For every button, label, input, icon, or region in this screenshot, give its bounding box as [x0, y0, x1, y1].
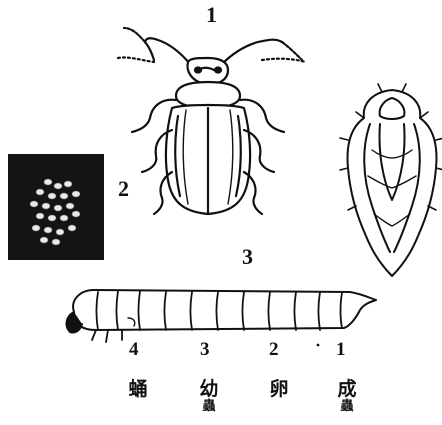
- stage-label-adult-line1: 成: [331, 380, 363, 399]
- stage-number-pupa: 4: [129, 340, 139, 359]
- figure-number-adult: 1: [206, 4, 217, 26]
- stage-number-egg: 2: [269, 340, 279, 359]
- stage-label-pupa: 蛹: [122, 380, 154, 400]
- stage-label-adult-line2: 蟲: [331, 400, 363, 413]
- stage-number-adult: 1: [336, 340, 346, 359]
- egg-mass-drawing: [8, 154, 104, 260]
- figure-number-eggs: 2: [118, 178, 129, 200]
- stage-number-larva: 3: [200, 340, 210, 359]
- stage-label-larva-line2: 蟲: [193, 400, 225, 413]
- pupa-drawing: [340, 84, 442, 276]
- figure-number-larva: 3: [242, 246, 253, 268]
- stage-label-egg: 卵: [263, 380, 295, 400]
- stage-label-adult: 成 蟲: [331, 380, 363, 413]
- stage-label-larva-line1: 幼: [193, 380, 225, 399]
- adult-beetle-drawing: [118, 28, 306, 214]
- stage-label-pupa-line1: 蛹: [122, 380, 154, 399]
- larva-drawing: [67, 290, 376, 342]
- stage-label-larva: 幼 蟲: [193, 380, 225, 413]
- decorative-dot: [317, 344, 320, 347]
- stage-label-egg-line1: 卵: [263, 380, 295, 399]
